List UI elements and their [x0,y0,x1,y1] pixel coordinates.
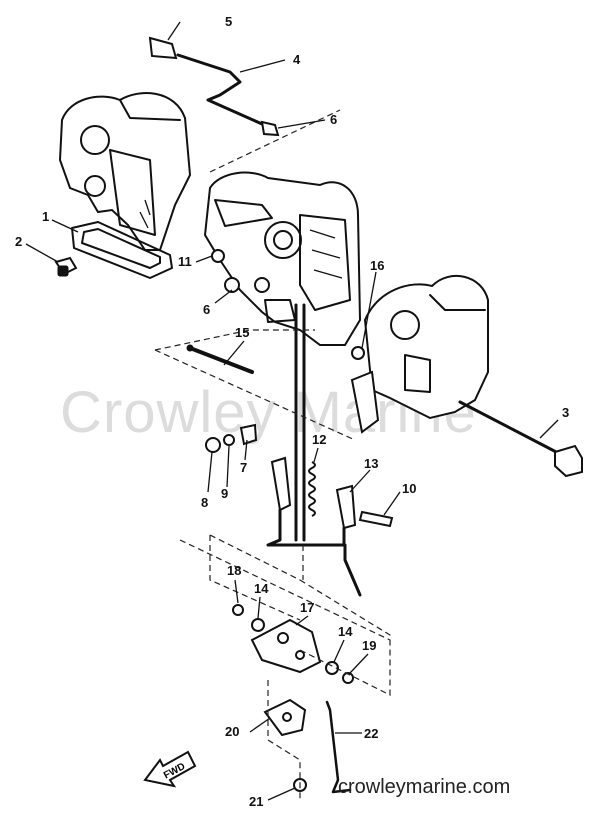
callout-17: 17 [300,600,314,615]
callout-22: 22 [364,726,378,741]
callout-16: 16 [370,258,384,273]
callout-8: 8 [201,495,208,510]
leader-lines [25,21,559,801]
callout-13: 13 [364,456,378,471]
rod-part-22 [325,700,352,794]
callout-10: 10 [402,481,416,496]
assembly-dashed-lines [154,109,391,800]
callout-20: 20 [225,724,239,739]
fastener-group-7-9 [205,423,258,453]
gasket-part-1 [71,221,173,279]
callout-14: 14 [254,581,269,596]
callout-7: 7 [240,460,247,475]
right-bracket-housing [350,274,489,434]
callout-12: 12 [312,432,326,447]
spring-part-12 [308,461,316,517]
lever-part-20 [263,698,307,737]
lever-part-4 [148,36,280,137]
callout-9: 9 [221,486,228,501]
forward-direction-arrow: FWD [143,750,197,788]
bolt-part-2 [54,256,78,277]
callout-2: 2 [15,234,22,249]
callout-6b: 6 [203,302,210,317]
callout-18: 18 [227,563,241,578]
callout-11: 11 [178,254,192,269]
bracket-part-17 [250,618,322,674]
left-bracket-housing [58,92,192,251]
shift-rod-part-3 [458,400,583,478]
callout-21: 21 [249,794,263,809]
bolt-part-10 [358,510,394,528]
callout-numbers: 5 4 6 1 2 11 6 16 15 3 12 13 10 7 8 9 18… [15,14,569,809]
shaft-part-15 [186,344,254,374]
swivel-bracket-body [203,171,362,346]
small-fasteners [211,249,365,360]
callout-4: 4 [293,52,301,67]
callout-19: 19 [362,638,376,653]
callout-1: 1 [42,209,49,224]
footer-url: crowleymarine.com [338,776,510,798]
callout-3: 3 [562,405,569,420]
callout-15: 15 [235,325,249,340]
callout-14b: 14 [338,624,353,639]
callout-5: 5 [225,14,232,29]
shift-link-assembly [266,303,362,597]
callout-6: 6 [330,112,337,127]
